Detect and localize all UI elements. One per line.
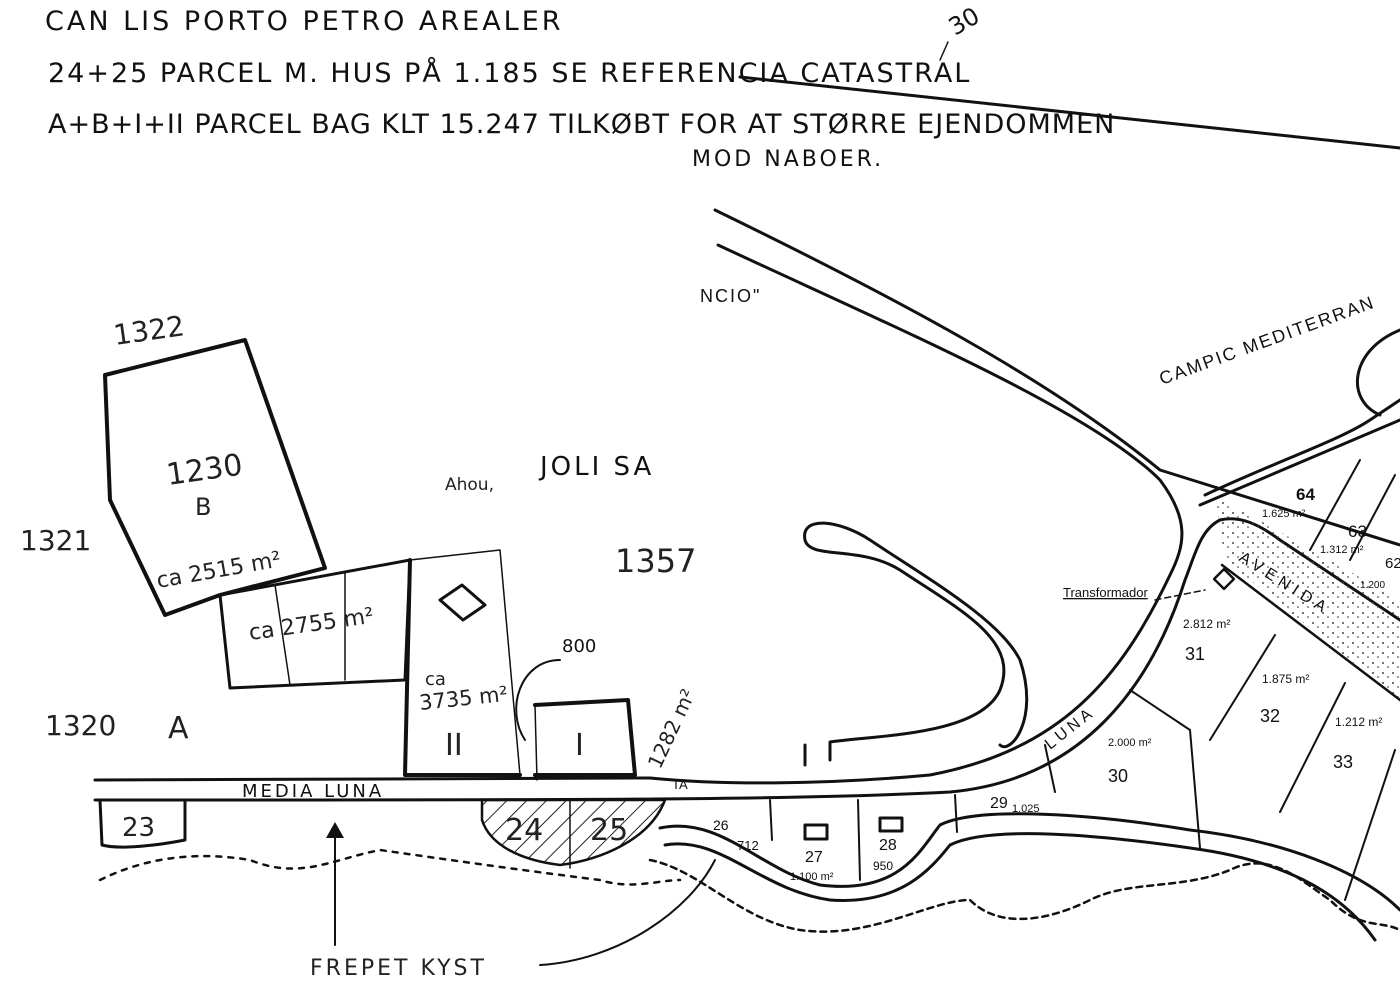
- note-line-4: MOD NABOER.: [692, 147, 884, 172]
- note-line-2: 24+25 PARCEL M. HUS PÅ 1.185 SE REFERENC…: [48, 57, 971, 89]
- ref-1357: 1357: [615, 542, 696, 580]
- lot-line: [769, 794, 958, 881]
- transformador-label: Transformador: [1063, 585, 1148, 600]
- campic-road: [1198, 418, 1400, 507]
- street-ncio: NCIO": [700, 286, 761, 306]
- lot-27-area: 1.100 m²: [790, 871, 834, 883]
- lot-33-area: 1.212 m²: [1335, 715, 1382, 729]
- parcel-i: [533, 698, 637, 777]
- house-icon: [803, 823, 829, 841]
- lot-32-area: 1.875 m²: [1262, 672, 1309, 686]
- luna-edge-inner: [648, 243, 1184, 785]
- label-b: B: [195, 493, 211, 521]
- lot-line: [1129, 689, 1201, 849]
- lot-26-area: 712: [737, 838, 759, 853]
- street-media-luna: MEDIA LUNA: [242, 781, 384, 802]
- roads: [93, 208, 1400, 942]
- campic-road-2: [1203, 398, 1400, 497]
- lot-63-area: 1.312 m²: [1320, 544, 1364, 556]
- note-line-3: A+B+I+II PARCEL BAG KLT 15.247 TILKØBT F…: [48, 109, 1115, 140]
- lot-24: 24: [505, 813, 543, 848]
- pointer-mark: [939, 41, 949, 61]
- lot-26: 26: [713, 817, 729, 833]
- street-labels: NCIO" CAMPIC MEDITERRAN AVENIDA LUNA MED…: [242, 286, 1378, 802]
- sidewalk-edge: [1220, 563, 1400, 702]
- 800-arrow: [515, 659, 561, 741]
- lot-28-area: 950: [873, 859, 893, 873]
- lot-31-area: 2.812 m²: [1183, 617, 1230, 631]
- street-campic: CAMPIC MEDITERRAN: [1157, 292, 1378, 389]
- parcel-a-dividers: [274, 571, 346, 686]
- lot-32: 32: [1260, 706, 1280, 726]
- lot-64: 64: [1296, 485, 1315, 504]
- lot-line: [1344, 749, 1396, 901]
- lot-25: 25: [590, 813, 628, 848]
- cul-de-sac: [803, 521, 1029, 762]
- parcel-23: [98, 798, 187, 849]
- corner-note: 30: [944, 2, 984, 42]
- area-1230: 1230: [164, 448, 244, 493]
- transformer-pointer: [1154, 589, 1206, 601]
- avenida-edge-upper: [713, 208, 1400, 547]
- owner-prefix: Ahou,: [445, 475, 494, 495]
- house-diamond-icon: [438, 583, 487, 622]
- lot-line: [1309, 459, 1396, 561]
- lot-line: [1044, 744, 1056, 793]
- coastline: [648, 858, 1400, 933]
- note-800: 800: [562, 636, 596, 657]
- header-notes: CAN LIS PORTO PETRO AREALER 24+25 PARCEL…: [45, 2, 1400, 172]
- lot-23: 23: [122, 813, 155, 843]
- label-a: A: [168, 711, 189, 746]
- ref-1322: 1322: [111, 309, 186, 352]
- size-a: ca 2755 m²: [247, 604, 375, 646]
- media-luna-edge: [93, 776, 652, 782]
- arrow-head-icon: [326, 822, 344, 838]
- parcel-a: [218, 558, 412, 690]
- lot-30: 30: [1108, 766, 1128, 786]
- parcel-ii-edge: [403, 558, 522, 777]
- campic-loop: [1355, 328, 1400, 417]
- coast-label: FREPET KYST: [310, 956, 487, 981]
- coast-pointer: [539, 859, 716, 966]
- lot-27: 27: [805, 849, 823, 866]
- lot-33: 33: [1333, 752, 1353, 772]
- lot-63: 63: [1348, 522, 1367, 541]
- strike-line: [738, 75, 1400, 150]
- coast-road-lower: [663, 832, 1377, 942]
- lot-30-area: 2.000 m²: [1108, 737, 1152, 749]
- house-icon: [878, 816, 904, 833]
- parcel-i-edge: [534, 704, 538, 781]
- lot-64-area: 1.625 m²: [1262, 508, 1306, 520]
- ref-1320: 1320: [45, 709, 116, 742]
- label-ii: II: [445, 728, 463, 763]
- lot-29: 29: [990, 795, 1008, 812]
- owner-name: JOLI SA: [538, 452, 654, 482]
- parcel-ii-edge-thin: [409, 549, 521, 776]
- lot-line: [1209, 634, 1276, 741]
- size-i: 1282 m²: [643, 685, 701, 772]
- title-line: CAN LIS PORTO PETRO AREALER: [45, 6, 564, 37]
- lot-labels: 64 1.625 m² 63 1.312 m² 62 1.200 31 2.81…: [122, 485, 1400, 883]
- size-ii-prefix: ca: [425, 669, 446, 690]
- hand-drawn-parcels: [98, 338, 716, 966]
- lot-31: 31: [1185, 644, 1205, 664]
- parcel-24-25: [480, 798, 667, 867]
- avenida-sidewalk: [1215, 495, 1400, 700]
- lot-28: 28: [879, 837, 897, 854]
- lot-boundaries: [769, 459, 1396, 901]
- transformer-icon: [1212, 567, 1236, 591]
- lot-62-area: 1.200: [1360, 580, 1385, 591]
- label-i: I: [575, 728, 584, 763]
- street-ta: TA: [672, 777, 688, 792]
- lot-29-area: 1.025: [1012, 803, 1040, 815]
- shore-line-west: [98, 848, 682, 886]
- lot-line: [1279, 682, 1346, 813]
- lot-62: 62: [1385, 555, 1400, 572]
- ref-1321: 1321: [20, 524, 91, 557]
